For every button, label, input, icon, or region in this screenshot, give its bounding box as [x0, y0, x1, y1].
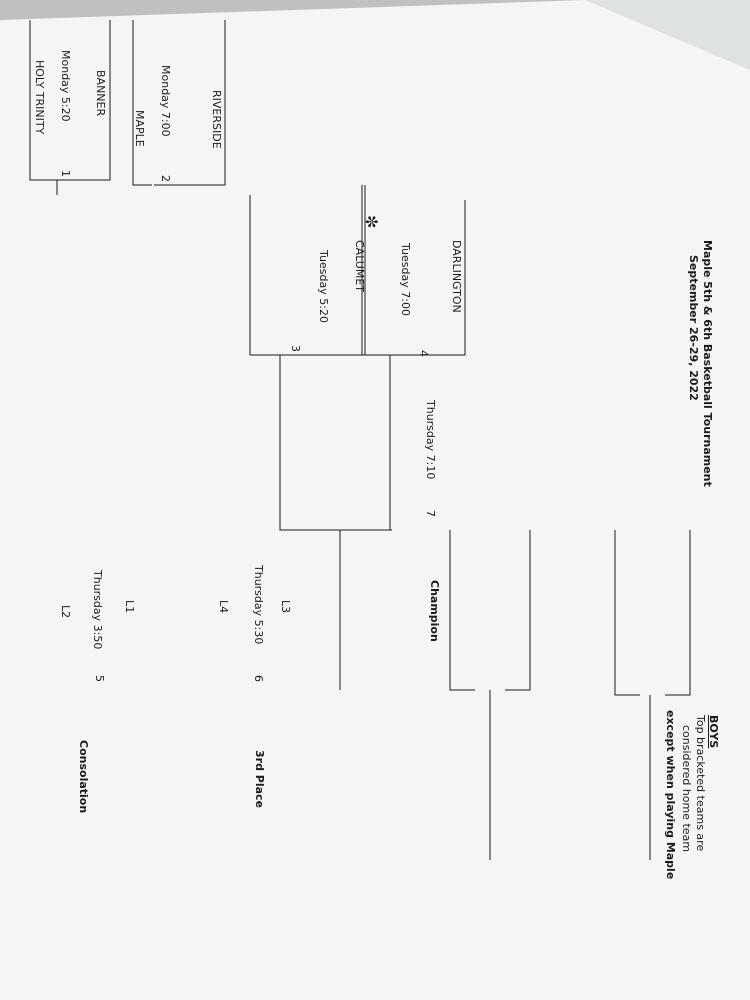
team-riverside: RIVERSIDE [210, 90, 223, 149]
consolation-label: Consolation [77, 740, 90, 814]
placeholder-l1: L1 [123, 600, 136, 614]
game3-number: 3 [289, 345, 302, 352]
division-heading: BOYS [707, 715, 720, 749]
game5-number: 5 [93, 675, 106, 682]
line-game7-top [279, 355, 392, 531]
team-darlington: DARLINGTON [450, 240, 463, 313]
tournament-dates: September 26-29, 2022 [687, 255, 700, 401]
game2-number: 2 [159, 175, 172, 182]
line-riverside [154, 20, 226, 186]
team-maple: MAPLE [133, 110, 146, 147]
line-l2 [665, 530, 691, 696]
game1-number: 1 [59, 170, 72, 177]
game4-time-text: Tuesday 7:00 [399, 243, 412, 316]
line-darlington [285, 200, 466, 356]
line-l4 [505, 530, 531, 691]
tournament-title: Maple 5th & 6th Basketball Tournament [701, 240, 714, 487]
line-calumet [250, 185, 366, 356]
placeholder-l3: L3 [279, 600, 292, 614]
game6-number: 6 [252, 675, 265, 682]
line-l1 [614, 530, 640, 696]
game1-time: Monday 5:20 [59, 50, 72, 122]
placeholder-l2: L2 [59, 605, 72, 619]
placeholder-l4: L4 [217, 600, 230, 614]
game7-number: 7 [424, 510, 437, 517]
home-team-note-1: Top bracketed teams are [694, 715, 707, 852]
line-l3 [449, 530, 475, 691]
team-holy-trinity: HOLY TRINITY [33, 60, 46, 135]
team-calumet: CALUMET [353, 240, 366, 292]
game6-time: Thursday 5:30 [252, 565, 265, 645]
third-place-label: 3rd Place [253, 750, 266, 809]
line-banner [83, 20, 111, 181]
game5-time: Thursday 3:50 [91, 570, 104, 650]
game3-time: Tuesday 5:20 [317, 250, 330, 323]
game2-time: Monday 7:00 [159, 65, 172, 137]
line-maple [132, 20, 152, 186]
champion-label: Champion [428, 580, 441, 642]
calumet-logo-icon: ✼ [362, 215, 381, 229]
game4-number: 4 [417, 350, 430, 357]
team-banner: BANNER [94, 70, 107, 117]
home-team-note-2: considered home team [680, 725, 693, 853]
home-team-note-3: except when playing Maple [664, 710, 677, 880]
line-holy-trinity [29, 20, 57, 181]
game7-time: Thursday 7:10 [424, 400, 437, 480]
